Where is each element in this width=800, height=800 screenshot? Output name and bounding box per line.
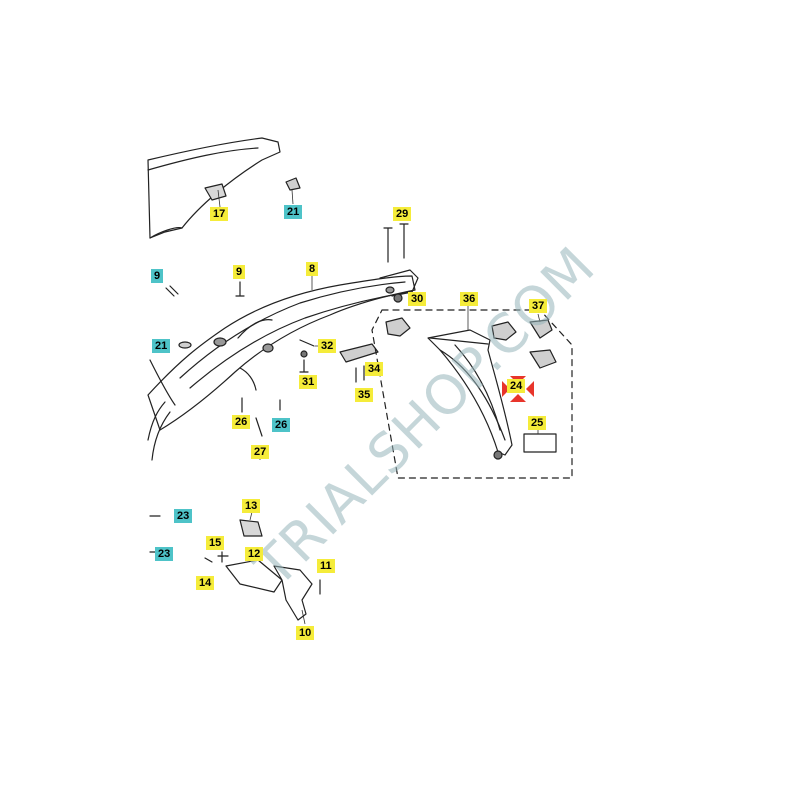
callout-9: 9 bbox=[233, 265, 246, 279]
callout-34: 34 bbox=[365, 362, 384, 376]
callout-14: 14 bbox=[196, 576, 215, 590]
callout-21: 21 bbox=[284, 205, 303, 219]
nut-part bbox=[393, 293, 403, 303]
callout-31: 31 bbox=[299, 375, 318, 389]
bracket-part bbox=[225, 559, 283, 593]
mount-part bbox=[339, 343, 379, 363]
callout-10: 10 bbox=[296, 626, 315, 640]
rear-fender-part bbox=[147, 269, 419, 461]
callout-21: 21 bbox=[152, 339, 171, 353]
callout-26: 26 bbox=[272, 418, 291, 432]
bolt-part bbox=[299, 359, 309, 373]
callout-24[interactable]: 24 bbox=[507, 379, 526, 393]
callout-29: 29 bbox=[393, 207, 412, 221]
plate-light-part bbox=[523, 433, 557, 453]
callout-36: 36 bbox=[460, 292, 479, 306]
indicator-part bbox=[491, 321, 517, 341]
callout-13: 13 bbox=[242, 499, 261, 513]
indicator-part bbox=[385, 317, 411, 337]
callout-32: 32 bbox=[318, 339, 337, 353]
callout-12: 12 bbox=[245, 547, 264, 561]
callout-11: 11 bbox=[317, 559, 335, 573]
callout-27: 27 bbox=[251, 445, 270, 459]
bolt-part bbox=[165, 285, 179, 297]
callout-25: 25 bbox=[528, 416, 547, 430]
callout-26: 26 bbox=[232, 415, 251, 429]
callout-30: 30 bbox=[408, 292, 427, 306]
callout-23: 23 bbox=[155, 547, 174, 561]
callout-23: 23 bbox=[174, 509, 193, 523]
callout-15: 15 bbox=[206, 536, 225, 550]
callout-8: 8 bbox=[306, 262, 319, 276]
seat-part bbox=[147, 137, 281, 239]
license-plate-bracket-part bbox=[427, 329, 513, 460]
callout-17: 17 bbox=[210, 207, 229, 221]
bolt-part bbox=[235, 281, 245, 297]
callout-35: 35 bbox=[355, 388, 374, 402]
bolt-part bbox=[399, 223, 409, 259]
bolt-part bbox=[383, 227, 393, 263]
heel-guard-part bbox=[273, 565, 313, 621]
clip-part bbox=[178, 341, 192, 349]
clip-part bbox=[285, 177, 301, 191]
callout-9: 9 bbox=[151, 269, 164, 283]
bracket-part bbox=[239, 519, 263, 537]
callout-37: 37 bbox=[529, 299, 548, 313]
